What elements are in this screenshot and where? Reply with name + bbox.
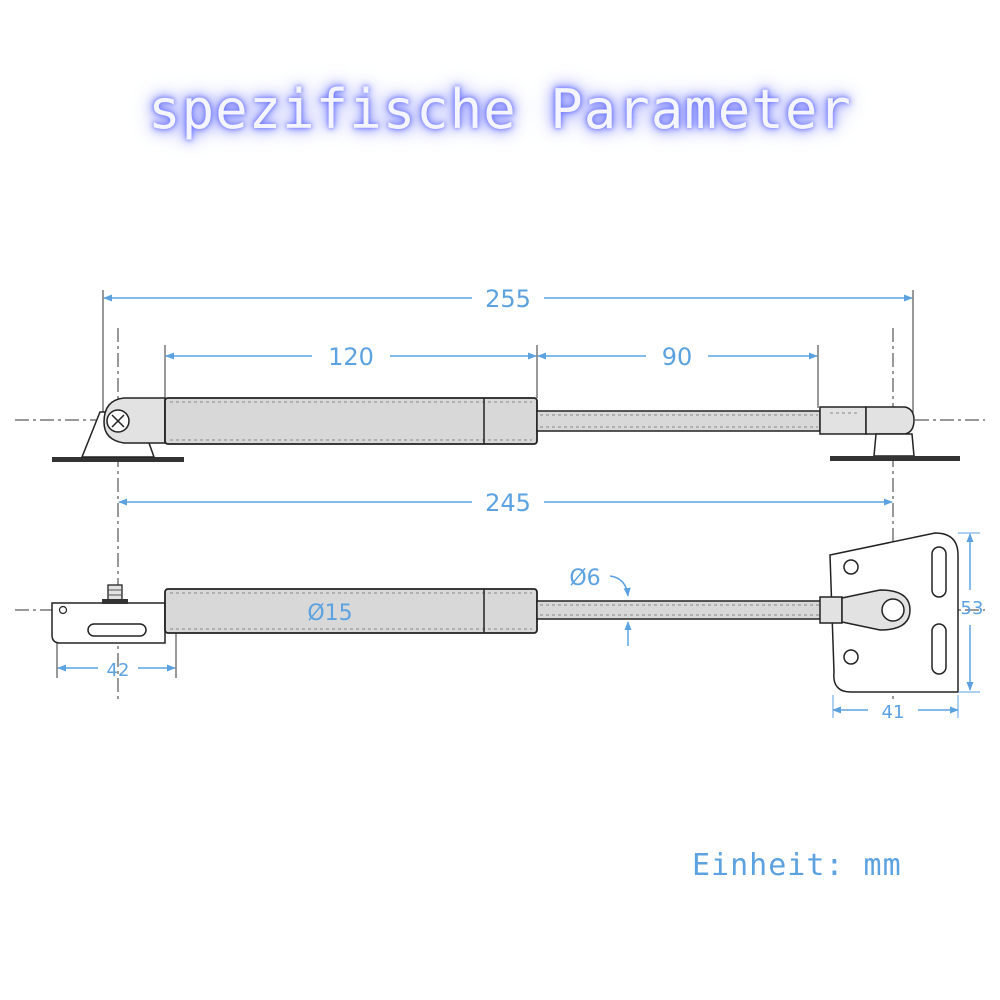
front-view <box>51 532 959 693</box>
dim-rod-diameter: Ø6 <box>569 566 600 591</box>
dim-right-bracket-width: 41 <box>882 702 905 723</box>
piston-rod-front <box>536 600 823 620</box>
rod-end <box>819 406 867 435</box>
unit-note: Einheit: mm <box>692 848 902 883</box>
extension-lines <box>56 290 914 678</box>
dim-body-diameter: Ø15 <box>307 601 352 626</box>
left-base-plate <box>52 457 184 462</box>
piston-rod <box>536 410 821 432</box>
dimension-extensions <box>832 532 980 718</box>
dim-total-length: 255 <box>485 285 531 313</box>
cylinder-body <box>164 397 538 445</box>
dim-right-bracket-height: 53 <box>961 598 984 619</box>
left-bracket-slot <box>87 623 147 637</box>
right-base-plate <box>830 456 960 461</box>
dimension-lines <box>57 294 974 714</box>
dim-stroke: 90 <box>662 343 693 371</box>
top-view <box>52 397 960 462</box>
dim-mount-distance: 245 <box>485 489 531 517</box>
dim-body-length: 120 <box>328 343 374 371</box>
left-mount-bracket <box>51 602 166 644</box>
dim-left-bracket-width: 42 <box>107 660 130 681</box>
page-title: spezifische Parameter <box>148 78 852 141</box>
right-bracket-side <box>873 433 915 457</box>
